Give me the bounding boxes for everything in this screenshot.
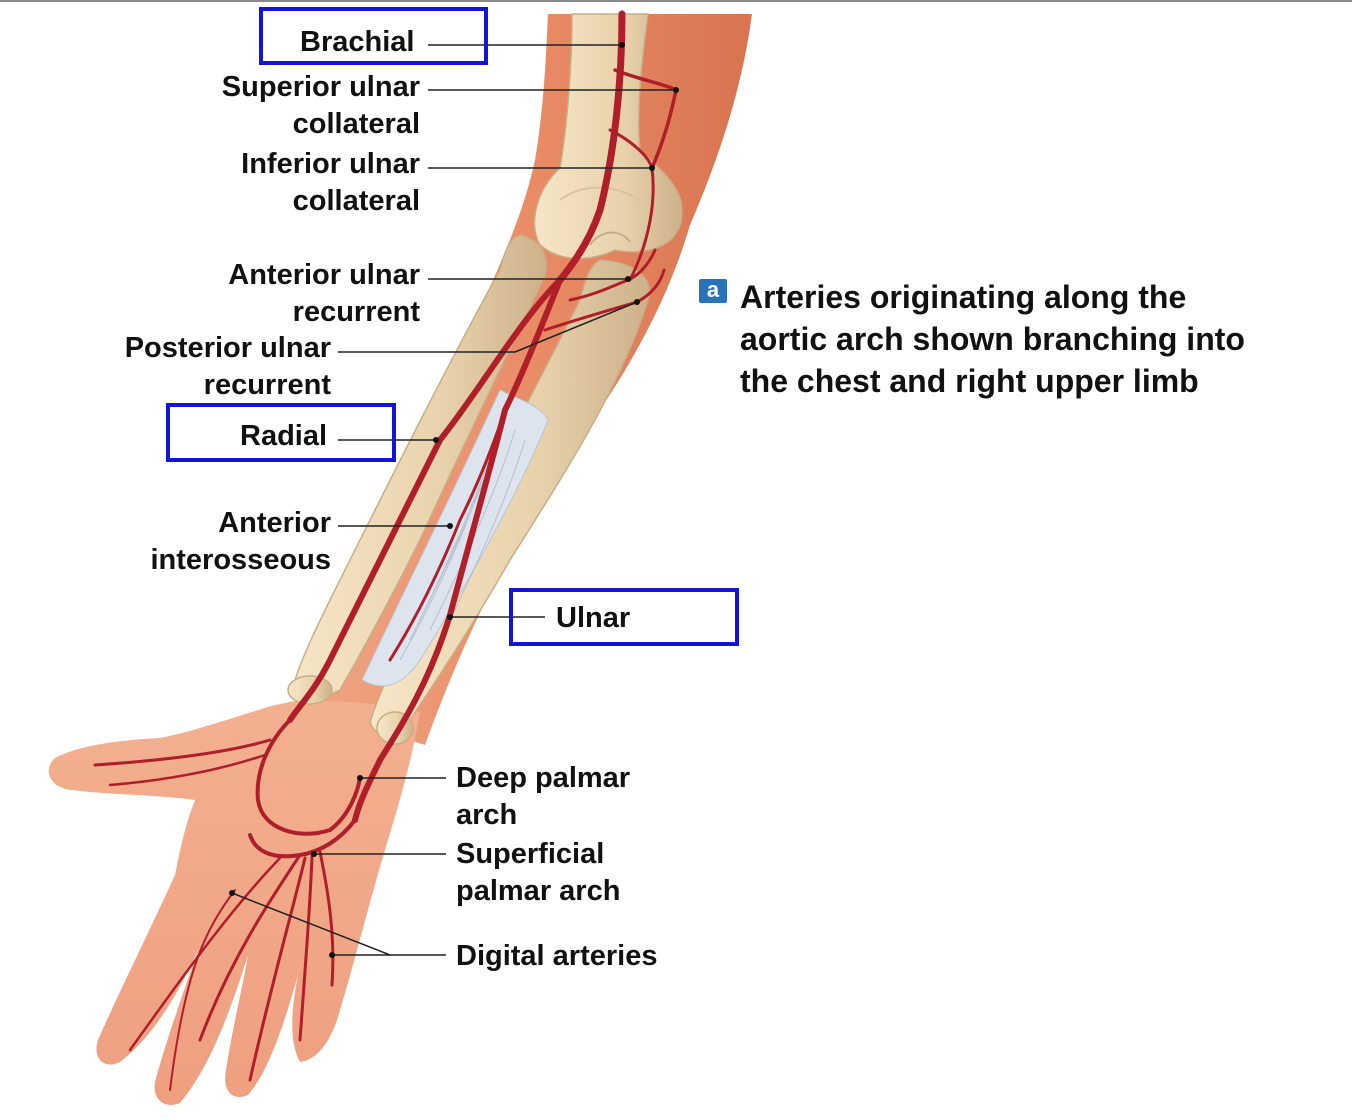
digital-artery [298,854,314,1042]
label-superior-ulnar-collateral: Superior ulnar collateral [150,69,420,143]
label-radial: Radial [240,420,328,452]
label-posterior-ulnar-recurrent: Posterior ulnar recurrent [60,330,331,404]
label-line: arch [456,799,518,831]
label-line: Deep palmar [456,762,631,794]
highlight-box-brachial [259,7,488,65]
caption-line: aortic arch shown branching into [740,321,1245,357]
label-inferior-ulnar-collateral: Inferior ulnar collateral [150,146,420,220]
interosseous-membrane [361,389,549,687]
label-ulnar: Ulnar [556,602,631,634]
label-line: Anterior ulnar [228,259,420,291]
label-anterior-interosseous: Anterior interosseous [60,505,332,579]
highlight-box-radial [166,403,396,462]
humerus [533,13,683,260]
hand-skin [48,700,420,1106]
label-line: Inferior ulnar [241,148,420,180]
label-line: collateral [292,108,420,140]
label-line: Anterior [218,507,331,539]
panel-badge: a [699,279,727,303]
label-line: recurrent [203,369,331,401]
label-line: palmar arch [456,875,621,907]
label-digital-arteries: Digital arteries [456,940,658,972]
digital-artery [248,856,307,1082]
label-line: collateral [292,185,420,217]
caption-line: Arteries originating along the [740,279,1187,315]
panel-caption: Arteries originating along the aortic ar… [740,276,1245,402]
top-rule [0,0,1352,2]
highlight-box-ulnar [509,588,739,646]
label-superficial-palmar-arch: Superficial palmar arch [456,836,620,910]
anterior-interosseous-artery [388,408,507,662]
digital-artery [128,856,282,1052]
label-line: Superior ulnar [221,71,420,103]
digital-artery [198,853,302,1042]
label-deep-palmar-arch: Deep palmar arch [456,760,630,834]
label-line: interosseous [150,544,332,576]
caption-line: the chest and right upper limb [740,363,1199,399]
label-line: recurrent [292,296,420,328]
digital-artery [318,850,335,987]
leader-lines [231,44,676,956]
leader-dots [229,42,679,958]
radial-artery [287,277,563,723]
inferior-ulnar-collateral-artery [608,128,655,282]
brachial-artery [556,10,626,284]
label-anterior-ulnar-recurrent: Anterior ulnar recurrent [150,257,420,331]
ulnar-artery [352,277,563,823]
label-brachial: Brachial [300,26,415,58]
label-line: Superficial [456,838,605,870]
label-line: Posterior ulnar [124,332,331,364]
